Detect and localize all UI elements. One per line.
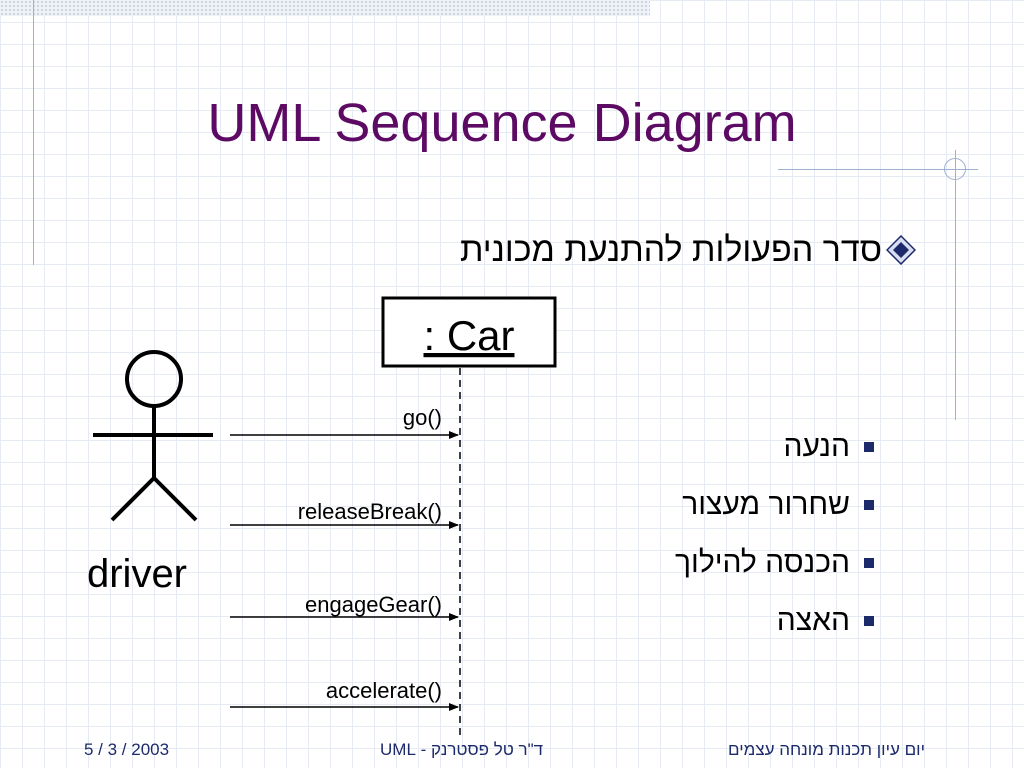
square-bullet-icon — [864, 500, 874, 510]
footer-date: 5 / 3 / 2003 — [84, 740, 170, 759]
actor-label: driver — [87, 552, 187, 596]
square-bullet-icon — [864, 616, 874, 626]
list-item: הנעה — [574, 418, 874, 476]
object-label: : Car — [423, 312, 514, 359]
top-pattern-band — [0, 0, 650, 16]
actor-right-leg — [152, 476, 198, 522]
message-label-accelerate: accelerate() — [326, 678, 442, 703]
message-label-engage-gear: engageGear() — [305, 592, 442, 617]
footer-author: ד"ר טל פסטרנק - UML — [380, 740, 544, 759]
actor-figure — [93, 350, 213, 522]
subitem-list: הנעה שחרור מעצור הכנסה להילוך האצה — [574, 418, 874, 650]
footer-event: יום עיון תכנות מונחה עצמים — [728, 740, 925, 759]
slide-title: UML Sequence Diagram — [207, 93, 797, 153]
decorative-circle — [944, 158, 966, 180]
main-bullet-text: סדר הפעולות להתנעת מכונית — [460, 231, 882, 269]
square-bullet-icon — [864, 442, 874, 452]
decorative-left-line — [33, 0, 34, 265]
message-label-release-break: releaseBreak() — [298, 499, 442, 524]
list-item-text: הנעה — [783, 430, 850, 463]
message-label-go: go() — [403, 405, 442, 430]
decorative-right-line — [955, 150, 956, 420]
list-item-text: הכנסה להילוך — [675, 546, 850, 579]
list-item-text: האצה — [776, 604, 850, 637]
list-item: האצה — [574, 592, 874, 650]
list-item-text: שחרור מעצור — [682, 488, 850, 521]
decorative-horizontal-line — [778, 169, 978, 170]
square-bullet-icon — [864, 558, 874, 568]
list-item: הכנסה להילוך — [574, 534, 874, 592]
main-bullet: סדר הפעולות להתנעת מכונית — [460, 230, 916, 270]
diamond-bullet-icon — [886, 235, 916, 265]
actor-left-leg — [110, 476, 156, 522]
list-item: שחרור מעצור — [574, 476, 874, 534]
actor-head — [125, 350, 183, 408]
object-box — [381, 296, 557, 368]
